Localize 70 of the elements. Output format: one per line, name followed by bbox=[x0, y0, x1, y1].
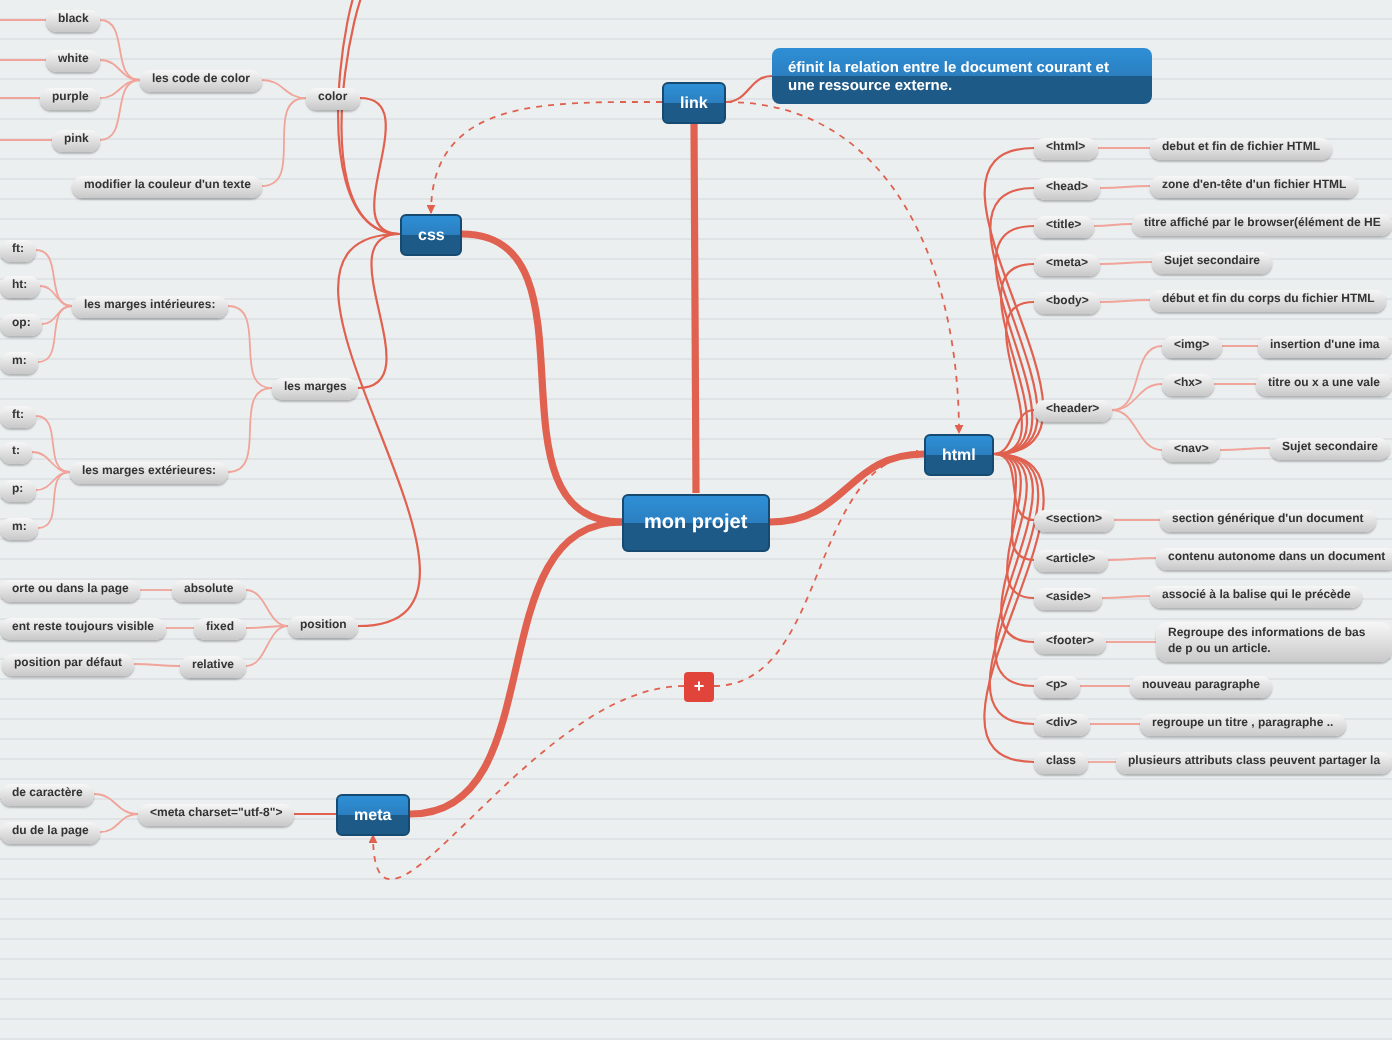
connector-line bbox=[989, 186, 1039, 456]
connector-line bbox=[245, 589, 289, 627]
dashed-arrow bbox=[427, 101, 663, 214]
connector-line bbox=[1099, 185, 1151, 189]
connector-line bbox=[993, 224, 1035, 456]
connector-line bbox=[139, 589, 173, 591]
connector-line bbox=[39, 285, 73, 307]
connector-line bbox=[0, 59, 47, 61]
connector-line bbox=[245, 625, 289, 629]
connector-line bbox=[769, 450, 925, 526]
topic-box: link bbox=[662, 81, 726, 123]
connector-line bbox=[227, 387, 273, 473]
connector-line bbox=[227, 305, 273, 389]
connector-line bbox=[245, 625, 289, 667]
connector-line bbox=[1087, 761, 1117, 763]
connector-line bbox=[1089, 723, 1141, 725]
connector-line bbox=[1111, 345, 1163, 411]
connector-line bbox=[133, 663, 181, 667]
connector-line bbox=[0, 97, 41, 99]
connector-line bbox=[165, 627, 195, 629]
connector-line bbox=[359, 96, 401, 236]
connector-line bbox=[1099, 261, 1153, 265]
connector-line bbox=[1079, 685, 1131, 687]
connector-line bbox=[1111, 409, 1163, 451]
connector-line bbox=[31, 451, 71, 473]
topic-box: html bbox=[924, 433, 994, 475]
connector-line bbox=[1221, 345, 1259, 347]
connector-line bbox=[690, 123, 700, 493]
connector-line bbox=[35, 415, 71, 473]
connector-line bbox=[1105, 641, 1157, 643]
connector-line bbox=[1219, 447, 1271, 451]
connector-line bbox=[993, 452, 1035, 688]
connector-line bbox=[99, 813, 139, 833]
connector-line bbox=[294, 812, 336, 816]
central-topic: mon projet bbox=[622, 493, 770, 551]
topic-box: meta bbox=[336, 793, 410, 835]
connector-line bbox=[261, 79, 307, 99]
connector-line bbox=[99, 79, 141, 99]
connector-line bbox=[37, 305, 73, 363]
topic-box: css bbox=[400, 213, 463, 255]
connector-line bbox=[993, 452, 1035, 522]
connector-line bbox=[93, 793, 139, 815]
connector-line bbox=[983, 146, 1045, 456]
connector-line bbox=[1093, 223, 1133, 227]
connector-line bbox=[337, 232, 421, 628]
add-node: + bbox=[684, 671, 714, 701]
connector-line bbox=[988, 452, 1040, 726]
connector-line bbox=[993, 452, 1035, 562]
connector-line bbox=[99, 59, 141, 81]
dashed-arrow bbox=[369, 685, 685, 879]
connector-line bbox=[1213, 383, 1257, 385]
connector-line bbox=[99, 79, 141, 141]
connector-line bbox=[37, 471, 71, 529]
connector-line bbox=[261, 97, 307, 187]
connector-line bbox=[409, 518, 623, 818]
connector-line bbox=[99, 19, 141, 81]
connector-line bbox=[0, 139, 53, 141]
connector-line bbox=[993, 408, 1035, 456]
connector-line bbox=[983, 452, 1045, 764]
connector-line bbox=[0, 19, 47, 21]
connector-line bbox=[1097, 147, 1151, 149]
connector-line bbox=[1107, 557, 1157, 561]
connector-line bbox=[725, 74, 773, 104]
connector-line bbox=[1099, 299, 1151, 303]
connector-line bbox=[1111, 383, 1163, 411]
dashed-arrow bbox=[713, 450, 925, 687]
dashed-arrow bbox=[725, 101, 964, 434]
connector-line bbox=[1101, 595, 1151, 599]
connector-line bbox=[461, 230, 623, 526]
connector-line bbox=[1113, 519, 1161, 521]
